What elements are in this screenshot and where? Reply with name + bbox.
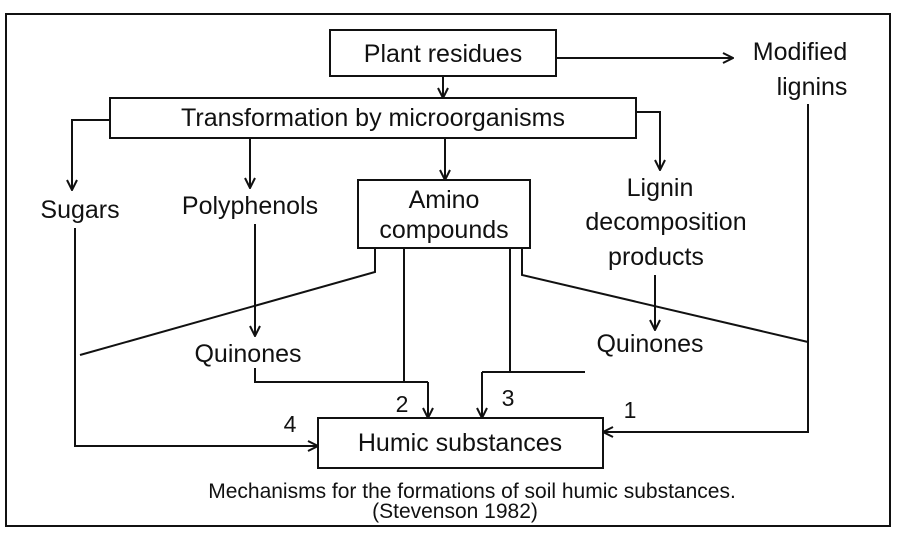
lignin-products-label-line2: decomposition [585,208,746,236]
amino-compounds-box [357,179,531,249]
line-amino-to-sugars-branch [79,248,376,356]
arrow-transformation-to-lignin-products [636,111,660,170]
polyphenols-label: Polyphenols [182,192,318,220]
amino-compounds-label-line1: Amino [409,186,480,214]
arrow-transformation-to-sugars [72,119,110,190]
amino-compounds-label-line2: compounds [379,216,508,244]
pathway-4-label: 4 [284,411,297,437]
caption-line1: Mechanisms for the formations of soil hu… [208,480,736,503]
sugars-label: Sugars [40,196,119,224]
modified-lignins-label-line1: Modified [753,38,848,66]
quinones-right-label: Quinones [596,330,703,358]
pathway-2-label: 2 [396,391,409,417]
plant-residues-label: Plant residues [364,40,522,68]
lignin-products-label-line1: Lignin [627,174,694,202]
plant-residues-box [329,29,557,77]
transformation-label: Transformation by microorganisms [181,104,565,132]
arrow-pathway-1 [603,104,809,432]
arrow-pathway-4 [74,228,318,446]
caption-line2: (Stevenson 1982) [372,500,538,523]
line-amino-to-modified-lignins-branch [521,248,809,343]
humic-substances-box [317,417,604,469]
humic-substances-label: Humic substances [358,429,562,457]
transformation-box [109,97,637,139]
pathway-3-label: 3 [502,385,515,411]
quinones-left-label: Quinones [194,340,301,368]
modified-lignins-label-line2: lignins [777,73,848,101]
lignin-products-label-line3: products [608,243,704,271]
line-quinones-left-to-humic [254,368,428,383]
pathway-1-label: 1 [624,397,637,423]
